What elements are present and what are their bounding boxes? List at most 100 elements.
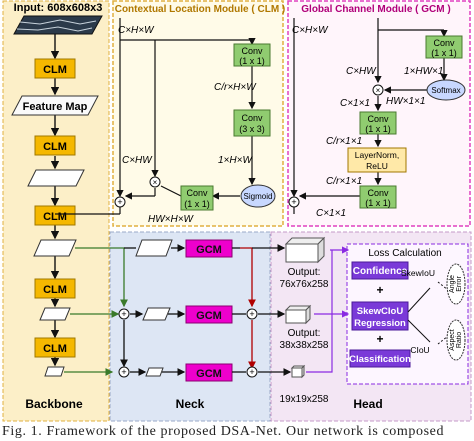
loss-title: Loss Calculation xyxy=(368,248,441,259)
neck-add-node-1: + xyxy=(118,308,130,320)
clm-block-2[interactable]: CLM xyxy=(34,135,76,156)
svg-text:GCM: GCM xyxy=(196,310,222,322)
output-3-size: 19x19x258 xyxy=(280,394,329,405)
svg-text:(1 x 1): (1 x 1) xyxy=(239,56,265,66)
clm-dim-1hw: 1×H×W xyxy=(218,155,253,166)
svg-text:+: + xyxy=(291,197,296,207)
input-image xyxy=(13,15,103,35)
svg-text:+: + xyxy=(376,283,383,297)
svg-text:Ratio: Ratio xyxy=(456,332,463,348)
gcm-dim-c11: C×1×1 xyxy=(340,98,370,109)
svg-text:CLM: CLM xyxy=(43,211,67,223)
svg-text:GCM: GCM xyxy=(196,368,222,380)
output-cube-2 xyxy=(284,304,312,325)
svg-text:Angle: Angle xyxy=(449,275,456,293)
svg-text:CLM: CLM xyxy=(43,141,67,153)
svg-text:Confidence: Confidence xyxy=(353,266,408,277)
output-2-label: Output: xyxy=(288,328,321,339)
clm-conv-1: Conv (1 x 1) xyxy=(233,43,271,67)
svg-text:(1 x 1): (1 x 1) xyxy=(184,199,210,209)
svg-text:Feature Map: Feature Map xyxy=(23,101,88,113)
output-1-label: Output: xyxy=(288,267,321,278)
neck-feature-1 xyxy=(135,239,173,257)
svg-text:+: + xyxy=(249,309,254,319)
clm-block-4[interactable]: CLM xyxy=(34,278,76,299)
neck-panel xyxy=(109,231,271,422)
svg-text:Softmax: Softmax xyxy=(431,86,460,95)
gcm-dim-chw2: C×HW xyxy=(346,66,377,77)
loss-confidence: Confidence xyxy=(351,261,409,280)
output-cube-1 xyxy=(284,236,326,264)
gcm-add-node: + xyxy=(288,196,300,208)
output-2-size: 38x38x258 xyxy=(280,340,329,351)
clm-block-5[interactable]: CLM xyxy=(34,337,76,358)
loss-skewiou: SkewIoU xyxy=(401,268,435,278)
feature-map-3 xyxy=(33,239,77,257)
clm-dim-hwhw: HW×H×W xyxy=(148,214,195,225)
gcm-conv-3: Conv (1 x 1) xyxy=(359,185,397,209)
gcm-conv-2: Conv (1 x 1) xyxy=(359,111,397,135)
svg-text:Conv: Conv xyxy=(433,38,455,48)
input-label: Input: 608x608x3 xyxy=(14,2,103,14)
svg-text:(1 x 1): (1 x 1) xyxy=(365,124,391,134)
neck-add-node-3: + xyxy=(246,308,258,320)
gcm-title: Global Channel Module ( GCM ) xyxy=(301,4,450,15)
feature-map-4 xyxy=(39,307,71,321)
svg-text:Conv: Conv xyxy=(367,188,389,198)
svg-text:(3 x 3): (3 x 3) xyxy=(239,124,265,134)
loss-angle-error: Angle Error xyxy=(446,263,466,305)
svg-text:×: × xyxy=(153,178,158,187)
clm-add-node: + xyxy=(114,196,126,208)
neck-feature-3 xyxy=(145,367,164,377)
svg-text:+: + xyxy=(376,332,383,346)
svg-text:Conv: Conv xyxy=(241,46,263,56)
gcm-dim-1hw1: 1×HW×1 xyxy=(404,66,443,77)
clm-block-1[interactable]: CLM xyxy=(34,58,76,79)
clm-block-3[interactable]: CLM xyxy=(34,205,76,226)
svg-text:GCM: GCM xyxy=(196,244,222,256)
svg-text:×: × xyxy=(376,86,381,95)
svg-text:SkewCIoU: SkewCIoU xyxy=(357,306,404,317)
clm-sigmoid: Sigmoid xyxy=(240,184,276,208)
svg-text:CLM: CLM xyxy=(43,343,67,355)
svg-text:+: + xyxy=(117,197,122,207)
gcm-block-1[interactable]: GCM xyxy=(185,239,233,258)
gcm-dim-hw11: HW×1×1 xyxy=(386,96,425,107)
neck-add-node-4: + xyxy=(246,366,258,378)
feature-map-2 xyxy=(27,169,85,187)
svg-text:Classification: Classification xyxy=(349,354,411,365)
svg-text:ReLU: ReLU xyxy=(366,161,388,171)
svg-text:Error: Error xyxy=(456,276,463,292)
gcm-multiply-node: × xyxy=(372,84,384,96)
gcm-layernorm: LayerNorm, ReLU xyxy=(347,147,407,173)
gcm-dim-cr11b: C/r×1×1 xyxy=(326,176,362,187)
clm-conv-2: Conv (3 x 3) xyxy=(233,109,271,137)
svg-text:(1 x 1): (1 x 1) xyxy=(365,198,391,208)
gcm-dim-chw: C×H×W xyxy=(292,25,329,36)
neck-label: Neck xyxy=(176,397,205,411)
feature-map: Feature Map xyxy=(11,95,99,116)
svg-text:Sigmoid: Sigmoid xyxy=(244,192,273,201)
gcm-dim-c11b: C×1×1 xyxy=(316,208,346,219)
svg-text:Conv: Conv xyxy=(186,188,208,198)
svg-text:+: + xyxy=(249,367,254,377)
svg-text:+: + xyxy=(121,367,126,377)
loss-classification: Classification xyxy=(349,349,411,368)
gcm-dim-cr11a: C/r×1×1 xyxy=(326,136,362,147)
svg-text:Regression: Regression xyxy=(354,318,406,329)
loss-aspect-ratio: Aspect Ratio xyxy=(446,319,466,361)
output-cube-3 xyxy=(290,364,306,379)
gcm-conv-1: Conv (1 x 1) xyxy=(425,35,463,59)
clm-conv-3: Conv (1 x 1) xyxy=(180,185,214,211)
output-1-size: 76x76x258 xyxy=(280,279,329,290)
svg-text:(1 x 1): (1 x 1) xyxy=(431,48,457,58)
dsa-net-framework-diagram: Input: 608x608x3 CLM Feature Map CLM CLM… xyxy=(2,0,472,422)
gcm-block-2[interactable]: GCM xyxy=(185,305,233,324)
gcm-softmax: Softmax xyxy=(426,79,466,101)
clm-dim-crhw: C/r×H×W xyxy=(214,82,257,93)
clm-dim-chw: C×H×W xyxy=(118,25,155,36)
gcm-block-3[interactable]: GCM xyxy=(185,363,233,382)
svg-text:Conv: Conv xyxy=(367,114,389,124)
clm-title: Contextual Location Module ( CLM ) xyxy=(115,4,286,15)
head-label: Head xyxy=(353,397,382,411)
